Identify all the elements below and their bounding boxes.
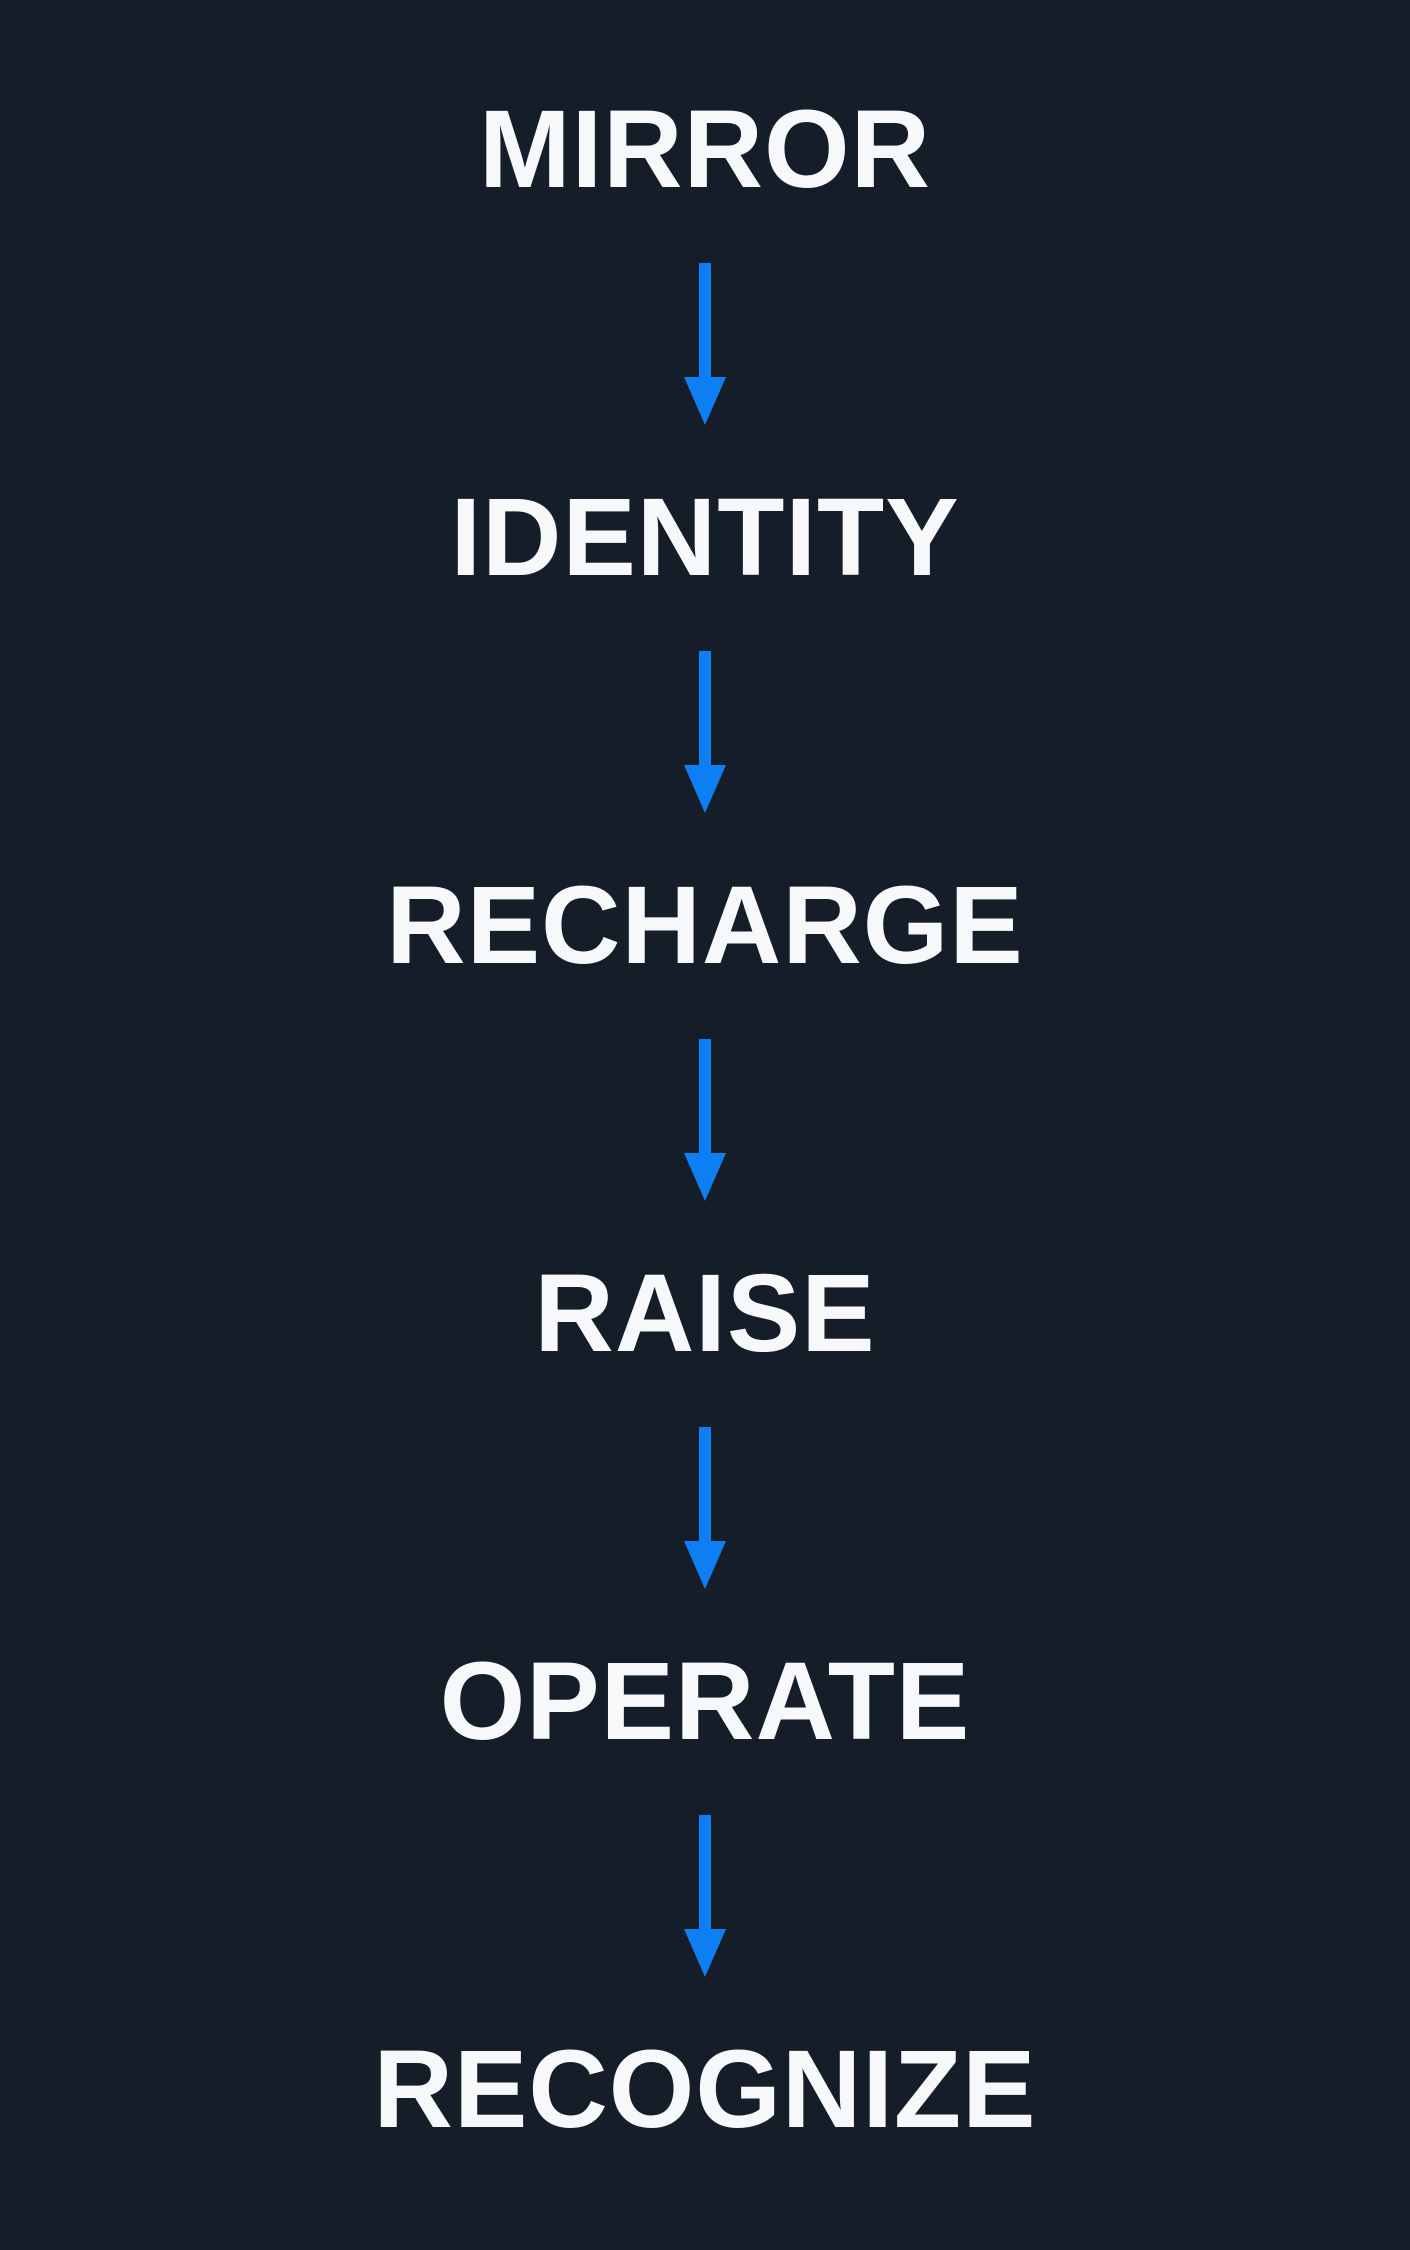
down-arrow-icon (684, 1039, 726, 1201)
down-arrow-icon (684, 1815, 726, 1977)
step-label-operate: OPERATE (439, 1640, 971, 1763)
down-arrow-icon (684, 263, 726, 425)
step-label-mirror: MIRROR (478, 88, 932, 211)
down-arrow-icon (684, 1427, 726, 1589)
down-arrow-icon (684, 651, 726, 813)
step-label-identity: IDENTITY (450, 476, 960, 599)
step-label-raise: RAISE (534, 1252, 876, 1375)
step-label-recharge: RECHARGE (386, 864, 1024, 987)
step-label-recognize: RECOGNIZE (373, 2028, 1037, 2151)
